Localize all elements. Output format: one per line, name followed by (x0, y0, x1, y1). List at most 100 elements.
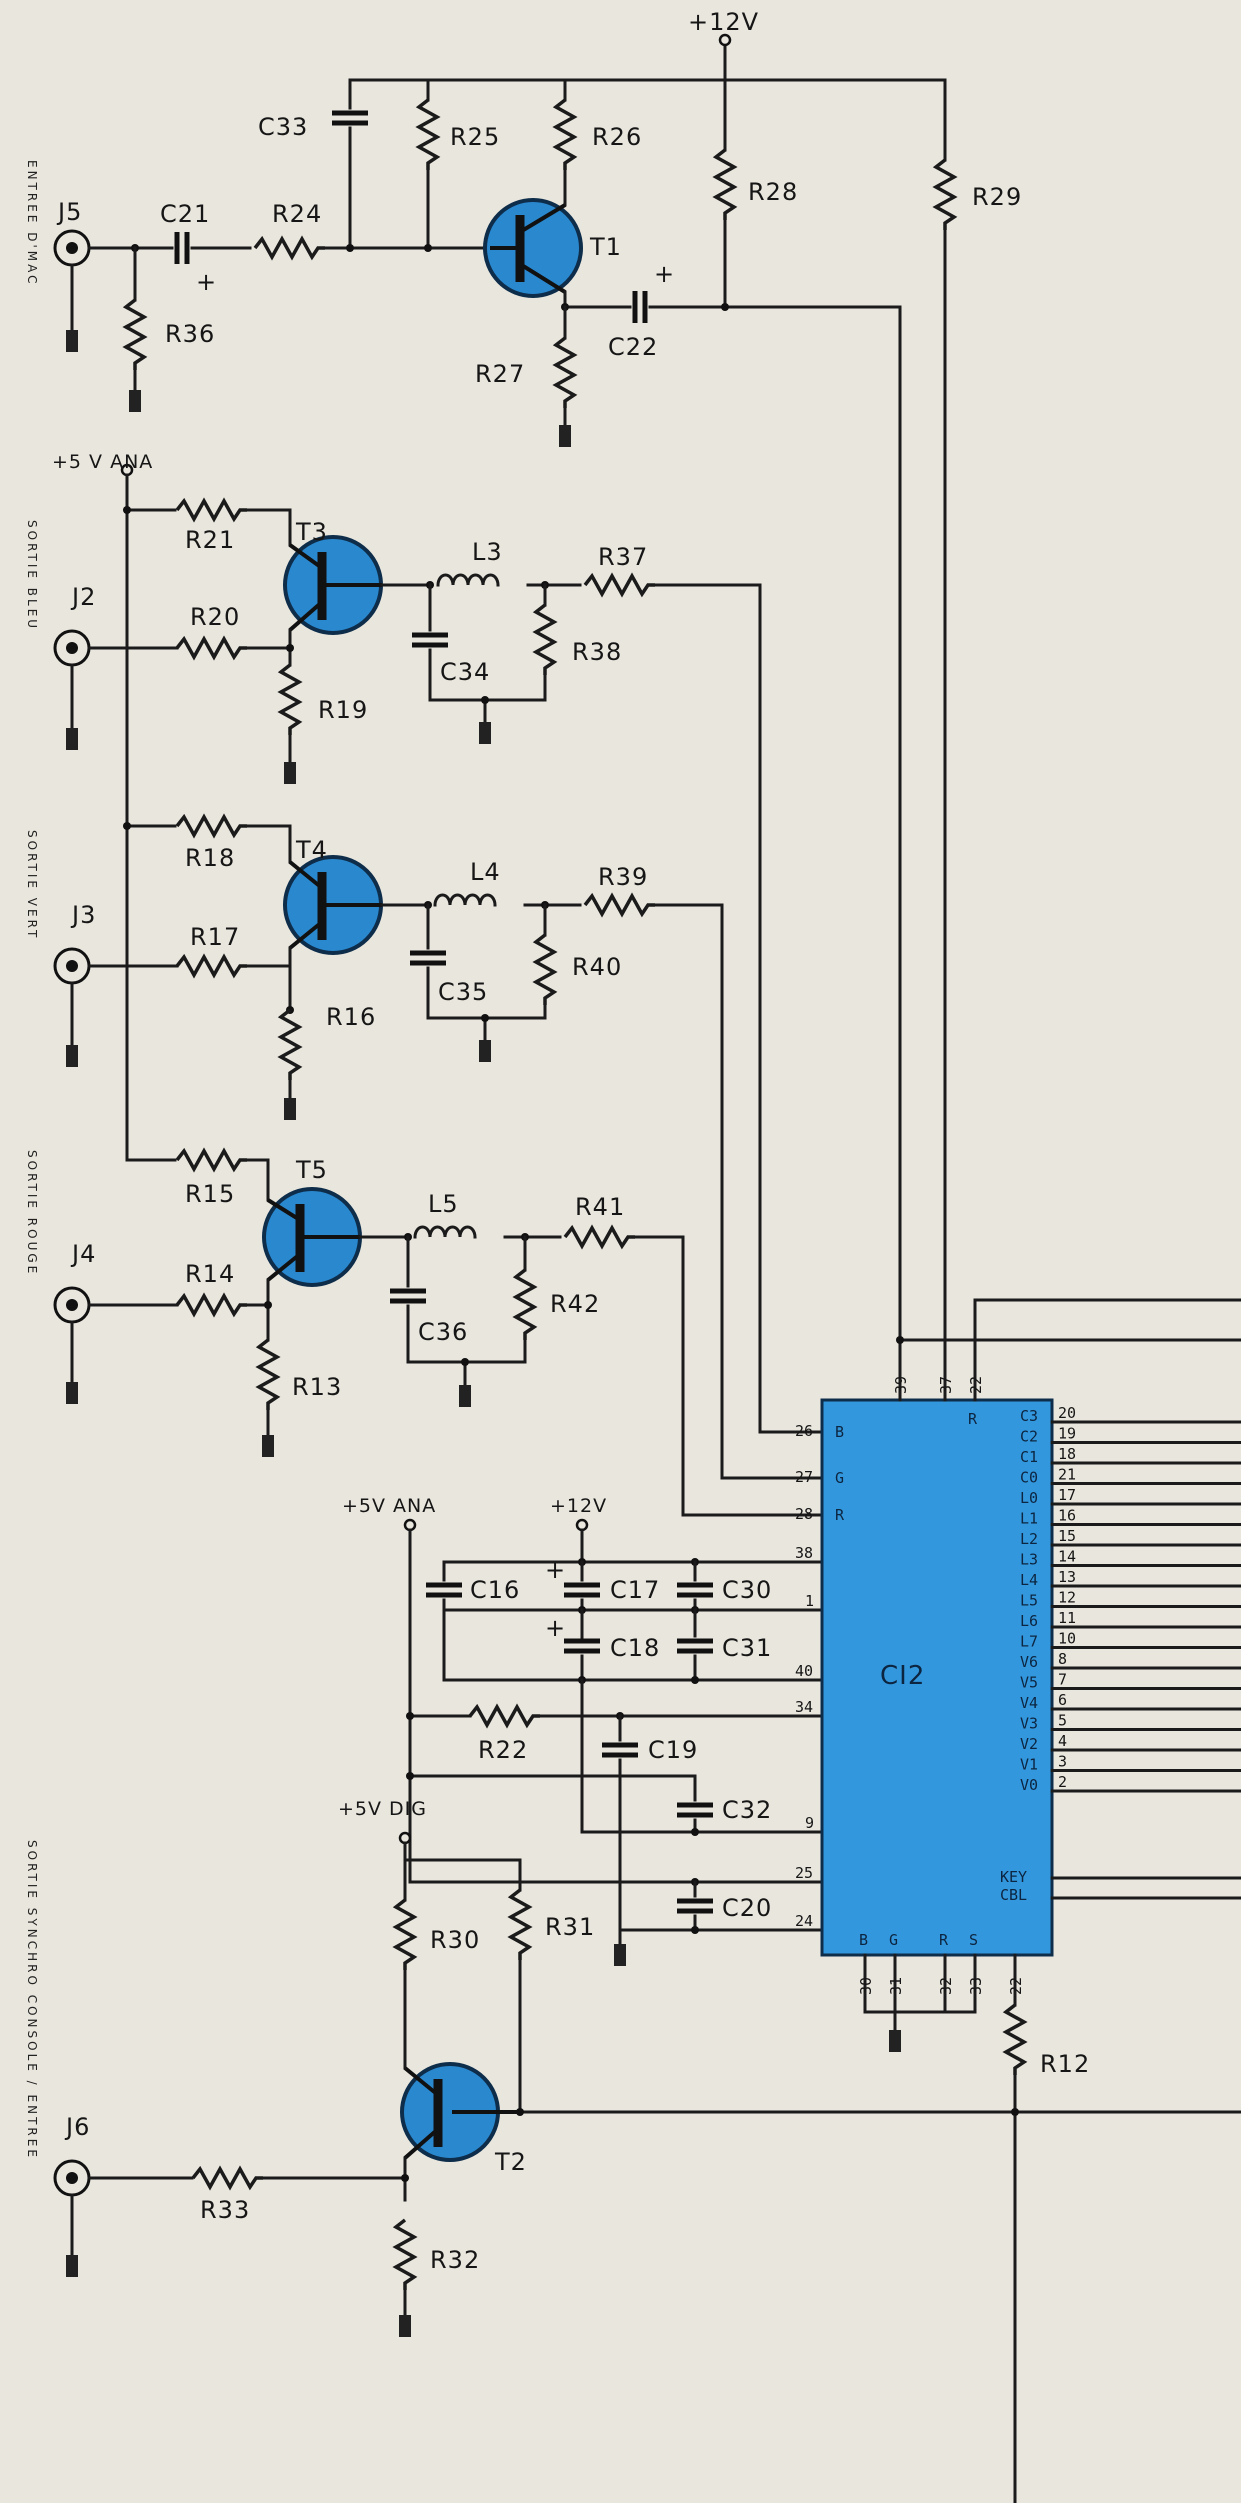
ci2-signal-v3: V3 (1020, 1715, 1038, 1733)
c18-label: C18 (610, 1634, 660, 1662)
ci2-signal-l2: L2 (1020, 1530, 1038, 1548)
r14-label: R14 (185, 1260, 235, 1288)
c20-label: C20 (722, 1894, 772, 1922)
t2-label: T2 (494, 2148, 527, 2176)
ci2-pin-number: 19 (1058, 1425, 1076, 1443)
j6-label: J6 (64, 2113, 90, 2141)
r29-label: R29 (972, 183, 1022, 211)
ci2-signal-c2: C2 (1020, 1428, 1038, 1446)
ana-rail: +5 V ANA (52, 451, 177, 1162)
sync-stage: +5V DIG R30 R31 T2 SORTIE SYNCHRO CONSOL… (25, 1798, 1241, 2337)
ci2-signal-v1: V1 (1020, 1756, 1038, 1774)
blue-channel: SORTIE BLEU R21 T3 J2 R20 R19 L3 (25, 499, 824, 1434)
svg-text:22: 22 (967, 1376, 985, 1394)
r22-label: R22 (478, 1736, 528, 1764)
svg-text:1: 1 (805, 1592, 814, 1610)
ci2-pin-number: 3 (1058, 1753, 1067, 1771)
svg-text:27: 27 (795, 1468, 813, 1486)
c32-label: C32 (722, 1796, 772, 1824)
ci2-signal-v5: V5 (1020, 1674, 1038, 1692)
r41-label: R41 (575, 1193, 625, 1221)
ci2-signal-c0: C0 (1020, 1469, 1038, 1487)
r39-label: R39 (598, 863, 648, 891)
ci2-pin-number: 8 (1058, 1650, 1067, 1668)
r15-label: R15 (185, 1180, 235, 1208)
ci2-signal-l6: L6 (1020, 1612, 1038, 1630)
r27-label: R27 (475, 360, 525, 388)
ci2-signal-v2: V2 (1020, 1735, 1038, 1753)
svg-text:28: 28 (795, 1505, 813, 1523)
svg-text:37: 37 (937, 1376, 955, 1394)
svg-text:R: R (835, 1506, 845, 1524)
ci2-signal-v0: V0 (1020, 1776, 1038, 1794)
r18-label: R18 (185, 844, 235, 872)
c21-label: C21 (160, 200, 210, 228)
c35-label: C35 (438, 978, 488, 1006)
svg-text:24: 24 (795, 1912, 813, 1930)
ci2-key: KEY (1000, 1868, 1027, 1886)
r42-label: R42 (550, 1290, 600, 1318)
svg-text:+: + (654, 260, 675, 288)
r17-label: R17 (190, 923, 240, 951)
r26-label: R26 (592, 123, 642, 151)
svg-text:S: S (969, 1931, 978, 1949)
ci2-signal-l3: L3 (1020, 1551, 1038, 1569)
ci2-signal-c3: C3 (1020, 1407, 1038, 1425)
svg-text:39: 39 (892, 1376, 910, 1394)
ci2-pin-number: 12 (1058, 1589, 1076, 1607)
svg-text:+: + (545, 1556, 566, 1584)
t1-transistor (483, 198, 583, 298)
l3-label: L3 (472, 538, 503, 566)
r32-label: R32 (430, 2246, 480, 2274)
r33-label: R33 (200, 2196, 250, 2224)
ci2-body (820, 1398, 1054, 1957)
r21-label: R21 (185, 526, 235, 554)
r12-label: R12 (1040, 2050, 1090, 2078)
svg-text:+: + (545, 1614, 566, 1642)
ci2-cbl: CBL (1000, 1886, 1027, 1904)
c31-label: C31 (722, 1634, 772, 1662)
ci2-pin-number: 2 (1058, 1773, 1067, 1791)
c33-label: C33 (258, 113, 308, 141)
c30-label: C30 (722, 1576, 772, 1604)
supply-12v-mid: +12V (550, 1495, 607, 1517)
ci2-pin-number: 15 (1058, 1527, 1076, 1545)
ci2-signal-l5: L5 (1020, 1592, 1038, 1610)
ci2-pin-number: 11 (1058, 1609, 1076, 1627)
svg-text:38: 38 (795, 1544, 813, 1562)
t4-label: T4 (295, 836, 328, 864)
ci2-pin-number: 18 (1058, 1445, 1076, 1463)
ci2-pin-number: 16 (1058, 1507, 1076, 1525)
ci2-pin-number: 20 (1058, 1404, 1076, 1422)
c34-label: C34 (440, 658, 490, 686)
svg-text:G: G (889, 1931, 898, 1949)
r37-label: R37 (598, 543, 648, 571)
j5-label: J5 (56, 198, 82, 226)
svg-text:31: 31 (887, 1977, 905, 1995)
svg-text:30: 30 (857, 1977, 875, 1995)
svg-text:40: 40 (795, 1662, 813, 1680)
ci2-signal-l1: L1 (1020, 1510, 1038, 1528)
ci2-pin-number: 4 (1058, 1732, 1067, 1750)
r30-label: R30 (430, 1926, 480, 1954)
ci2-signal-v6: V6 (1020, 1653, 1038, 1671)
svg-text:22: 22 (1007, 1977, 1025, 1995)
svg-text:G: G (835, 1469, 844, 1487)
ci2-signal-v4: V4 (1020, 1694, 1038, 1712)
j3-label: J3 (70, 901, 96, 929)
ci2-pin-number: 5 (1058, 1712, 1067, 1730)
svg-text:R: R (939, 1931, 949, 1949)
c17-label: C17 (610, 1576, 660, 1604)
c22-label: C22 (608, 333, 658, 361)
green-channel: SORTIE VERT R18 T4 J3 R17 R16 L4 (25, 815, 824, 1480)
svg-text:9: 9 (805, 1814, 814, 1832)
r16-label: R16 (326, 1003, 376, 1031)
ci2-pin-number: 14 (1058, 1548, 1076, 1566)
svg-text:25: 25 (795, 1864, 813, 1882)
j3-side-label: SORTIE VERT (25, 830, 39, 940)
ci2-pin-number: 21 (1058, 1466, 1076, 1484)
svg-text:B: B (835, 1423, 844, 1441)
supply-5v-dig: +5V DIG (338, 1798, 427, 1820)
